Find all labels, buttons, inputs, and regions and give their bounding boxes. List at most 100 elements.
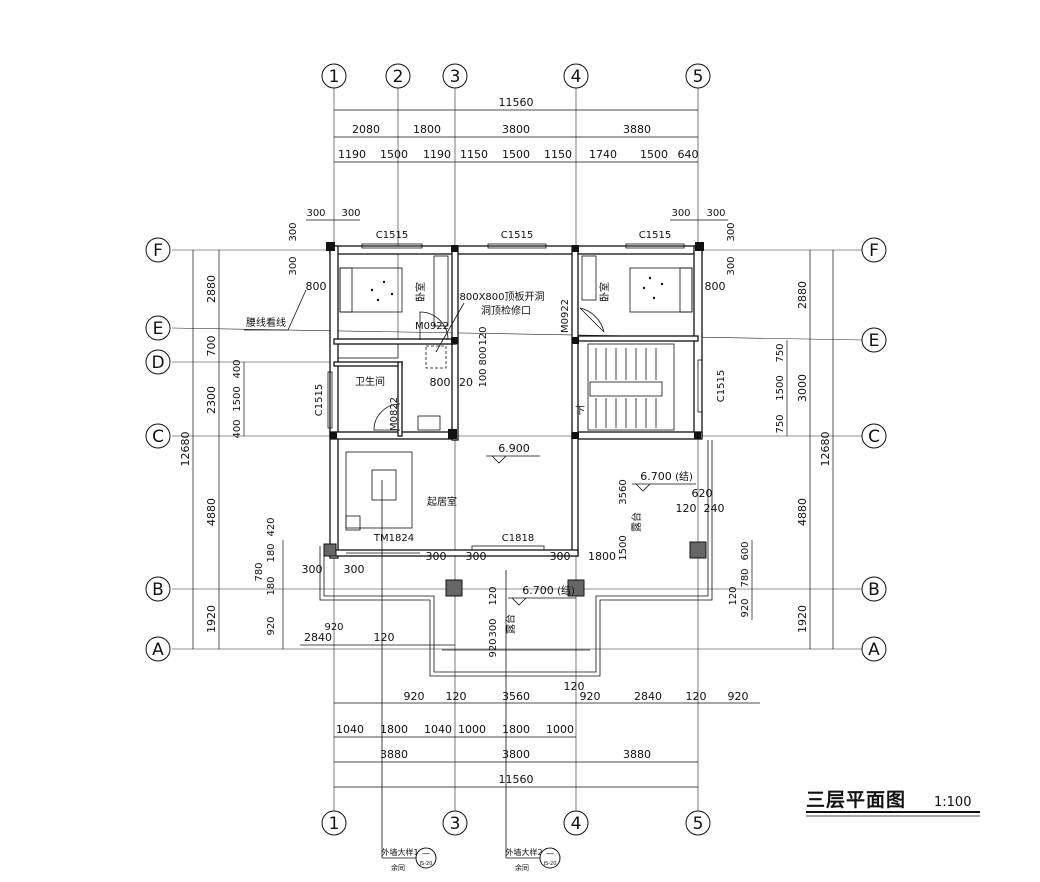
elev-terrace1-tag: (结): [675, 470, 693, 483]
axis-right-E: E: [869, 331, 880, 351]
elev-terrace1: 6.700: [640, 470, 672, 483]
dim-bottom1-2: 3560: [502, 690, 530, 703]
dim-right-mid-2: 4880: [796, 498, 809, 526]
detail-2-ref: JS-20: [543, 861, 557, 867]
dim-top-total: 11560: [499, 96, 534, 109]
dim-bottom1-4: 920: [580, 690, 601, 703]
dim-top2-1: 1800: [413, 123, 441, 136]
axis-bottom-1: 1: [329, 814, 340, 834]
door-label-1: M0922: [560, 299, 571, 333]
dim-misc-1: 300: [341, 208, 360, 219]
elev-rot-3560: 3560: [618, 479, 629, 504]
wardrobe-left-icon: [433, 255, 449, 327]
dim-misc-15: 300: [302, 563, 323, 576]
dim-misc-9: 800: [705, 280, 726, 293]
dim-misc-23: 240: [704, 502, 725, 515]
dim-misc-16: 300: [344, 563, 365, 576]
dim-bottom2-5: 1000: [546, 723, 574, 736]
dim-bottom2-2: 1040: [424, 723, 452, 736]
detail-1-sub: 余同: [391, 863, 405, 872]
elev-terrace2: 6.700: [522, 584, 554, 597]
door-label-2: M0822: [389, 397, 400, 431]
dim-left-bottom-0: 420: [266, 517, 277, 536]
dim-left-bottom-2: 780: [254, 562, 265, 581]
dim-right-inner-2: 750: [775, 414, 786, 433]
axis-right-A: A: [868, 640, 880, 660]
dim-misc-7: 300: [726, 256, 737, 275]
bed-right-icon: [629, 267, 693, 313]
dim-bottom1-7: 920: [728, 690, 749, 703]
right-dimensions: 12680 2880 3000 4880 1920 750 1500 750 6…: [726, 222, 834, 649]
dim-misc-28: 2840: [304, 631, 332, 644]
dim-misc-4: 300: [288, 222, 299, 241]
dim-right-inner-1: 1500: [775, 375, 786, 400]
dim-misc-22: 620: [692, 487, 713, 500]
misc-dimensions: 800 800 120 800 100 800 20 300 300 300 3…: [300, 280, 726, 658]
hatch-note-2: 洞顶检修口: [481, 304, 531, 317]
axis-bottom-3: 3: [450, 814, 461, 834]
dim-misc-3: 300: [706, 208, 725, 219]
dim-misc-8: 800: [306, 280, 327, 293]
room-terrace2: 露台: [504, 614, 517, 634]
title-main: 三层平面图: [806, 789, 906, 811]
axis-left-F: F: [153, 241, 163, 261]
room-bed-left: 卧室: [414, 282, 427, 302]
dim-left-bottom-4: 920: [266, 616, 277, 635]
dim-top3-6: 1740: [589, 148, 617, 161]
dim-left-mid-4: 1920: [205, 605, 218, 633]
axis-top-1: 1: [329, 67, 340, 87]
dim-top2-2: 3800: [502, 123, 530, 136]
room-labels: 卧室 卧室 卫生间 起居室 露台 露台: [355, 282, 643, 634]
dim-top3-3: 1150: [460, 148, 488, 161]
detail-callout-2[interactable]: 外墙大样2 余同 — JS-20: [505, 570, 561, 872]
dim-misc-5: 300: [288, 256, 299, 275]
dim-left-inner-0: 400: [232, 359, 243, 378]
columns: [323, 242, 707, 597]
dim-misc-29: 120: [374, 631, 395, 644]
detail-1-num: —: [422, 849, 430, 858]
dim-top3-7: 1500: [640, 148, 668, 161]
hatch-note-1: 800X800顶板开洞: [459, 290, 544, 303]
axis-left-A: A: [152, 640, 164, 660]
dim-right-bottom-0: 600: [740, 541, 751, 560]
dim-top2-3: 3880: [623, 123, 651, 136]
dim-left-outer: 12680: [179, 432, 192, 467]
tv-cabinet-icon: [345, 515, 361, 531]
dim-right-mid-3: 1920: [796, 605, 809, 633]
axis-bottom-5: 5: [693, 814, 704, 834]
axis-right-C: C: [868, 427, 880, 447]
dim-right-outer: 12680: [819, 432, 832, 467]
detail-callout-1[interactable]: 外墙大样1 余同 — JS-20: [381, 480, 437, 872]
dim-top3-0: 1190: [338, 148, 366, 161]
detail-2-sub: 余同: [515, 863, 529, 872]
dim-bottom3-1: 3800: [502, 748, 530, 761]
dim-misc-25: 300: [488, 618, 499, 637]
elev-terrace2-tag: (结): [557, 584, 575, 597]
dim-left-mid-3: 4880: [205, 498, 218, 526]
dim-misc-18: 300: [466, 550, 487, 563]
dim-right-mid-1: 3000: [796, 374, 809, 402]
molding-note: 腰线看线: [246, 316, 286, 329]
sink-icon: [417, 415, 441, 431]
stair-down-label: 下: [575, 406, 585, 417]
dim-misc-13: 800: [430, 376, 451, 389]
door-label-0: M0922: [415, 321, 449, 332]
dim-left-inner-2: 400: [232, 419, 243, 438]
dim-top3-5: 1150: [544, 148, 572, 161]
detail-1-label: 外墙大样1: [381, 847, 418, 857]
shelf-icon: [337, 343, 399, 359]
bottom-dimensions: 920 120 3560 120 920 2840 120 920 1040 1…: [334, 680, 760, 788]
dim-misc-14: 20: [459, 376, 473, 389]
dim-bottom3-0: 3880: [380, 748, 408, 761]
room-terrace1: 露台: [630, 512, 643, 532]
dim-right-bottom-2: 120: [728, 586, 739, 605]
window-label-4: C1515: [716, 370, 727, 402]
dim-left-mid-1: 700: [205, 336, 218, 357]
axis-left-C: C: [152, 427, 164, 447]
walls: [319, 245, 713, 677]
doors: M0922 M0922 M0822 TM1824: [346, 299, 605, 554]
stair: 下: [575, 343, 675, 431]
dim-left-bottom-1: 180: [266, 543, 277, 562]
dim-misc-24: 1500: [618, 535, 629, 560]
